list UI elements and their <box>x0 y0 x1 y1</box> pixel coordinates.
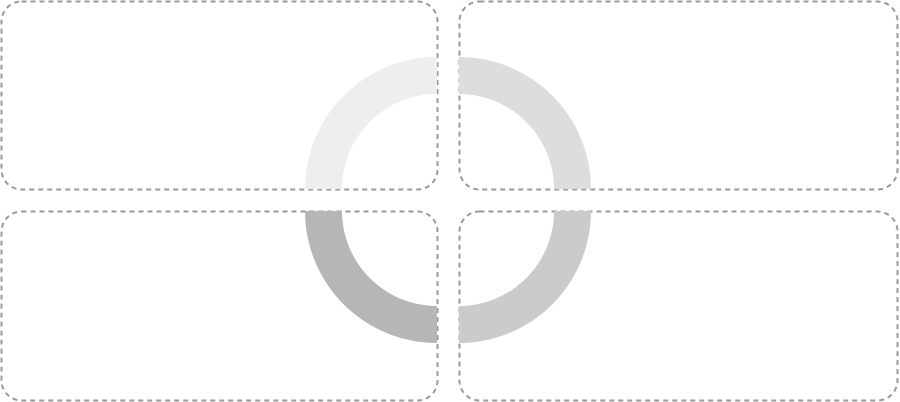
ring-segment-bottom-left <box>305 211 437 343</box>
ring-segment-top-left <box>305 57 437 189</box>
ring-segment-bottom-right <box>459 211 591 343</box>
box-bottom-left <box>0 210 439 402</box>
ring-segment-top-right <box>459 57 591 189</box>
box-top-left <box>0 0 439 191</box>
box-bottom-right <box>458 210 899 402</box>
box-top-right <box>458 0 899 191</box>
